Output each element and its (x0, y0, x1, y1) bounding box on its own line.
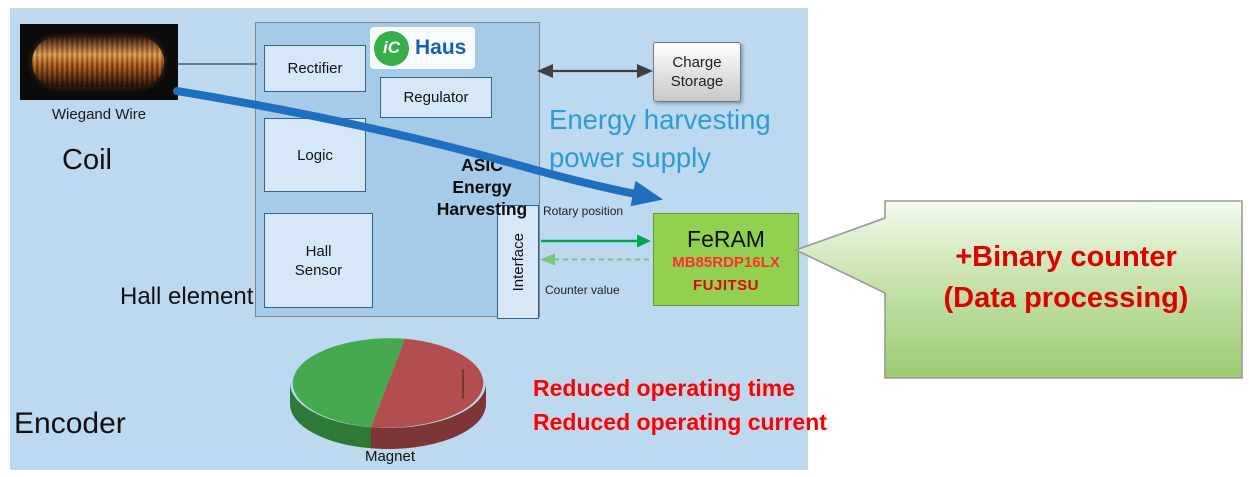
binary-counter-callout: +Binary counter (Data processing) (898, 237, 1234, 319)
feram-part-number: MB85RDP16LX (672, 253, 780, 271)
interface-label: Interface (509, 232, 527, 292)
benefit-line1: Reduced operating time (533, 375, 795, 401)
ic-haus-logo: iC Haus (370, 27, 476, 69)
hall-sensor-block: Hall Sensor (264, 213, 373, 308)
callout-line2: (Data processing) (943, 282, 1189, 314)
ic-haus-logo-text: Haus (415, 36, 467, 59)
rectifier-block: Rectifier (264, 45, 366, 92)
interface-block: Interface (497, 205, 539, 319)
hall-element-label: Hall element (120, 283, 254, 310)
asic-title-line1: ASIC (461, 155, 503, 175)
benefits-text: Reduced operating time Reduced operating… (533, 371, 827, 439)
benefit-line2: Reduced operating current (533, 409, 827, 435)
hall-sensor-line1: Hall (305, 242, 332, 260)
charge-storage-line2: Storage (670, 73, 724, 90)
wiegand-wire-label: Wiegand Wire (51, 106, 147, 123)
callout-line1: +Binary counter (955, 241, 1177, 273)
wiegand-wire-photo (20, 24, 178, 100)
coil-label: Coil (62, 144, 112, 176)
ic-haus-logo-icon: iC (374, 30, 409, 66)
energy-harvesting-line1: Energy harvesting (549, 104, 771, 135)
regulator-block: Regulator (380, 77, 492, 118)
logic-block: Logic (264, 118, 366, 192)
feram-box: FeRAM MB85RDP16LX FUJITSU (653, 213, 799, 306)
rotary-position-label: Rotary position (543, 204, 624, 218)
charge-storage-box: Charge Storage (653, 42, 741, 102)
magnet-label: Magnet (364, 448, 416, 465)
hall-sensor-line2: Sensor (294, 261, 343, 279)
encoder-label: Encoder (14, 407, 126, 440)
counter-value-label: Counter value (545, 283, 620, 297)
energy-harvesting-caption: Energy harvesting power supply (549, 101, 771, 177)
asic-title-line3: Harvesting (436, 199, 528, 219)
asic-title: ASIC Energy Harvesting (406, 154, 558, 220)
coil-winding-graphic (32, 37, 164, 87)
fujitsu-logo: FUJITSU (692, 276, 759, 294)
asic-block: Rectifier Regulator Logic Hall Sensor In… (255, 22, 540, 319)
asic-title-line2: Energy (452, 177, 512, 197)
charge-storage-line1: Charge (672, 54, 722, 71)
feram-name: FeRAM (687, 225, 765, 252)
energy-harvesting-line2: power supply (549, 142, 712, 173)
